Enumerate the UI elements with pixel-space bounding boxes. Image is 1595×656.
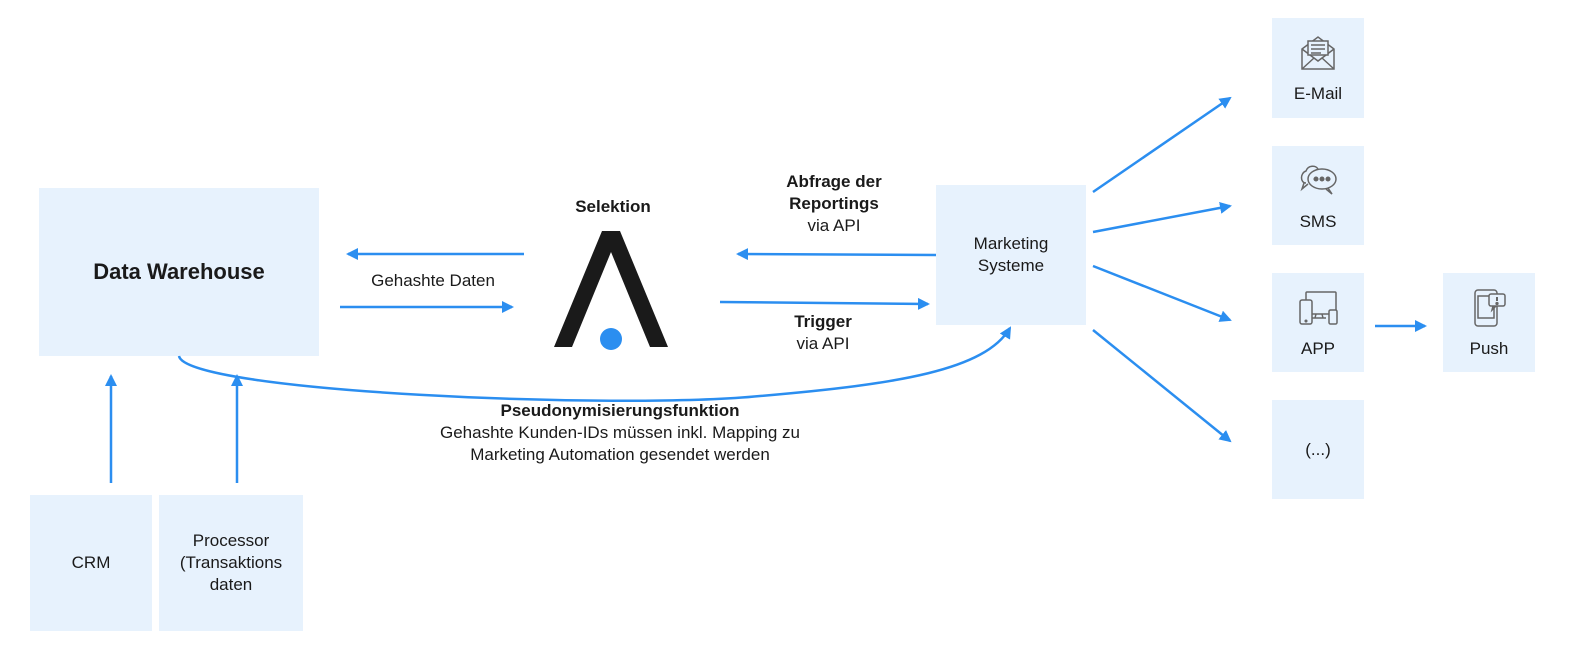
arrow-to-email — [1092, 96, 1232, 194]
crm-label: CRM — [71, 553, 111, 572]
processor-label-line3: daten — [209, 575, 253, 594]
arrow-selektion-to-marketing — [719, 297, 930, 310]
data-warehouse-label: Data Warehouse — [93, 259, 265, 284]
marketing-systeme-box: Marketing Systeme — [936, 185, 1086, 325]
app-box: APP — [1272, 273, 1364, 372]
marketing-label-line2: Systeme — [977, 256, 1045, 275]
processor-box: Processor (Transaktions daten — [159, 495, 303, 631]
phone-notification-icon — [1474, 288, 1506, 327]
email-box: E-Mail — [1272, 18, 1364, 118]
processor-label-line1: Processor — [192, 531, 270, 550]
chat-bubbles-icon — [1300, 165, 1337, 195]
sms-label: SMS — [1299, 211, 1337, 231]
reporting-label-line1: Abfrage der — [786, 172, 882, 191]
arrow-to-more — [1092, 329, 1232, 443]
push-box: Push — [1443, 273, 1535, 372]
reporting-label-line2: Reportings — [789, 194, 879, 213]
pseudo-text-line1: Gehashte Kunden-IDs müssen inkl. Mapping… — [439, 423, 801, 442]
hashed-data-label: Gehashte Daten — [371, 271, 495, 290]
arrow-to-sms — [1092, 201, 1232, 234]
arrow-marketing-to-selektion — [736, 248, 937, 261]
app-label: APP — [1300, 338, 1336, 358]
more-box: (...) — [1272, 400, 1364, 499]
trigger-label-line1: Trigger — [794, 312, 852, 331]
envelope-icon — [1301, 36, 1335, 70]
sms-box: SMS — [1272, 146, 1364, 245]
data-warehouse-box: Data Warehouse — [39, 188, 319, 356]
arrow-pseudonymisierung — [177, 326, 1012, 402]
pseudo-text-line2: Marketing Automation gesendet werden — [470, 445, 770, 464]
push-label: Push — [1469, 338, 1509, 358]
processor-label-line2: (Transaktions — [179, 553, 283, 572]
email-label: E-Mail — [1293, 84, 1343, 103]
selektion-logo-icon — [554, 231, 668, 350]
devices-icon — [1299, 290, 1338, 325]
reporting-label-line3: via API — [807, 216, 861, 235]
arrow-to-app — [1092, 264, 1232, 322]
trigger-label-line2: via API — [796, 334, 850, 353]
pseudo-title: Pseudonymisierungsfunktion — [500, 401, 740, 420]
more-label: (...) — [1305, 439, 1331, 459]
selektion-title: Selektion — [575, 197, 651, 216]
crm-box: CRM — [30, 495, 152, 631]
marketing-label-line1: Marketing — [973, 234, 1049, 253]
